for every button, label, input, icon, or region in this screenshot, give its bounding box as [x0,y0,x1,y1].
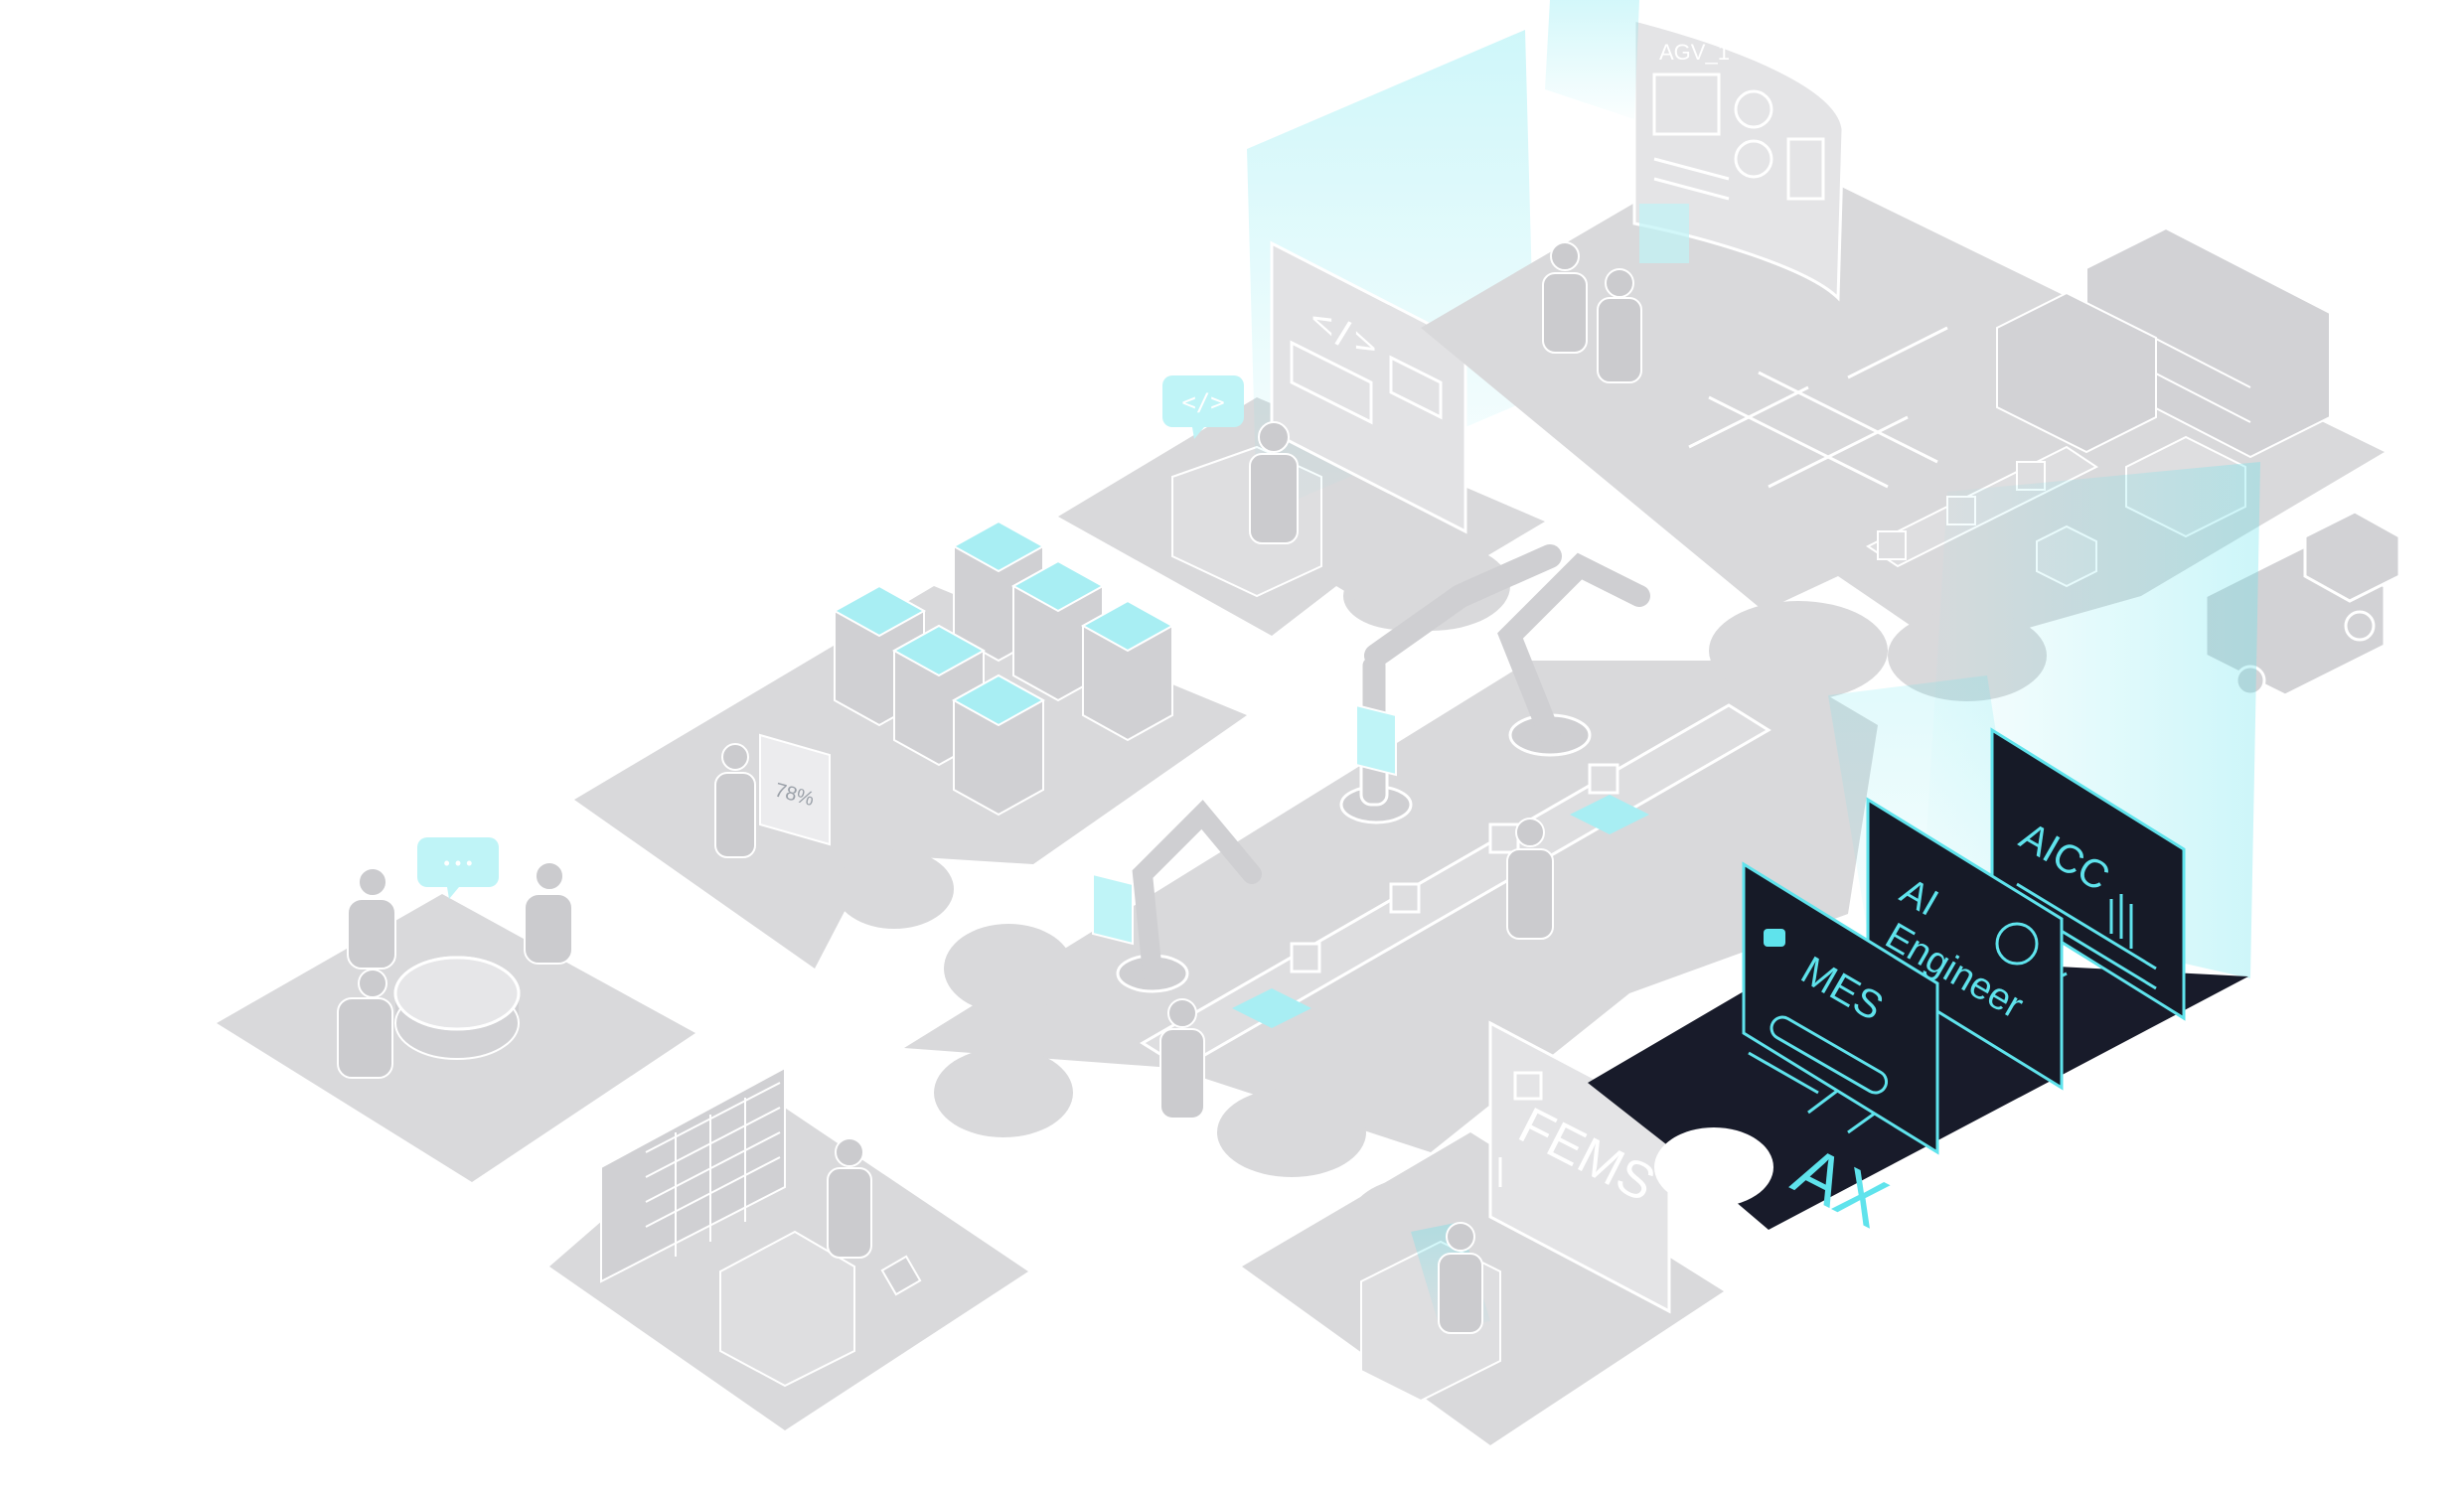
tile-production-line [904,541,1888,1177]
chat-bubble-icon: • • • [417,837,499,899]
person-icon [1249,421,1299,544]
tile-ax-highlight: AX AICC AI Engineer MES [1588,462,2260,1243]
tile-data-center: 78% [574,520,1247,969]
percent-panel: 78% [759,733,831,846]
circuit-lines [1688,326,1948,489]
engineer-helmet-icon [1995,922,2039,966]
person-icon [827,1137,872,1259]
person-icon [1438,1222,1483,1334]
aicc-screen: AICC [1990,727,2186,1021]
chat-dots: • • • [444,853,473,873]
code-tag-label: </> [1181,388,1224,416]
server-rack-group [832,520,1175,817]
robot-head-icon [1764,929,1785,947]
tile-storage-agv [549,1066,1028,1430]
person-icon [714,743,756,858]
person-icon [1159,818,1554,1120]
wifi-sensor-panels [1092,703,1649,1028]
tile-meeting-room: • • • [217,837,695,1182]
person-icon [337,861,573,1079]
agv-display-screen: AGV_1 [1545,0,1845,302]
chart-icon [1488,1071,1543,1187]
person-icon [1542,241,1642,383]
shelving-rack [1996,226,2331,459]
ai-engineer-screen: AI Engineer [1866,797,2064,1091]
conveyor-icon [1770,1015,1889,1095]
code-board: </> [1270,240,1467,534]
agv-label: AGV_1 [1659,40,1730,65]
mes-screen: MES [1742,861,1939,1155]
code-tag-bubble: </> [1162,375,1244,439]
